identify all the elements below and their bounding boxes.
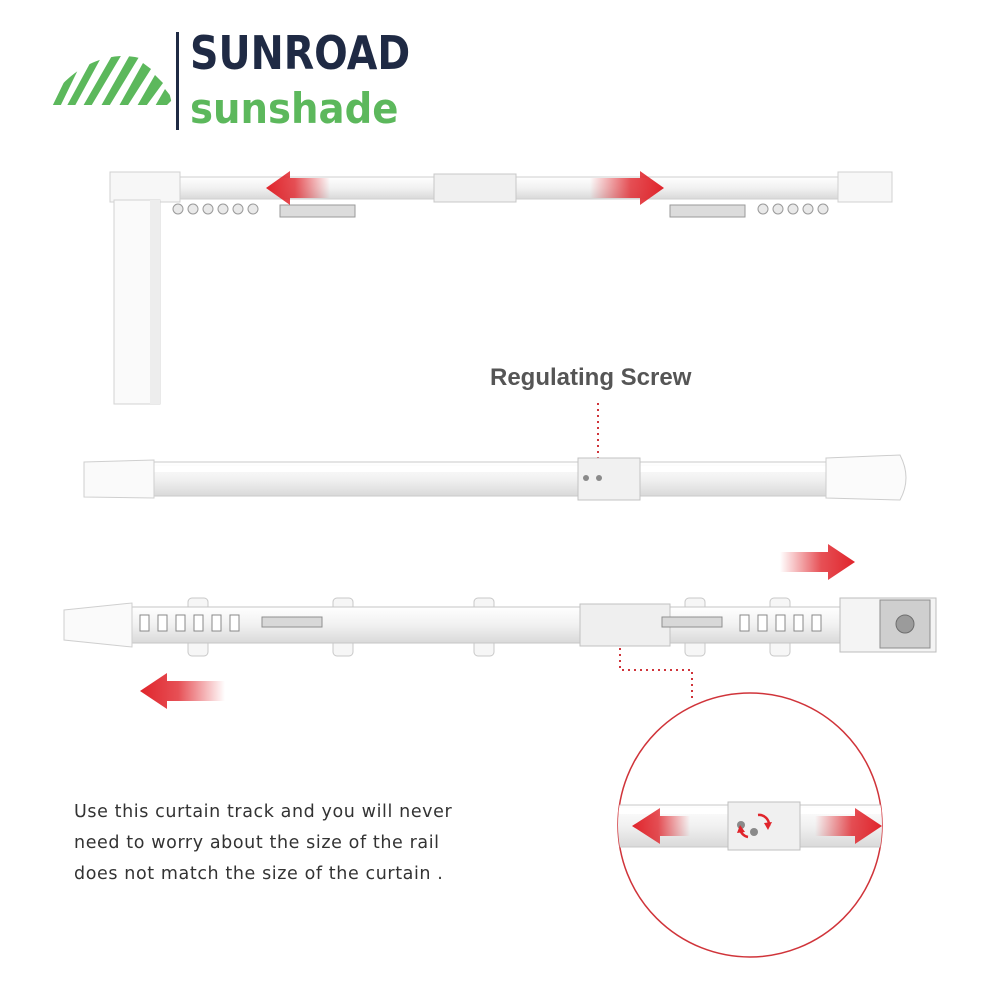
regulating-screw-label: Regulating Screw [490,364,692,391]
caption-line: Use this curtain track and you will neve… [74,802,453,822]
brand-logo [40,25,400,135]
caption-line: does not match the size of the curtain . [74,864,444,884]
lower-track [63,544,937,709]
striped-hill-icon [47,56,172,105]
caption-line: need to worry about the size of the rail [74,833,440,853]
top-track [109,171,893,405]
brand-name: SUNROAD [190,26,411,80]
zoom-detail [617,692,883,958]
red-arrow-icon [780,544,855,580]
logo-divider [176,32,179,130]
red-arrow-icon [632,808,690,844]
red-arrow-icon [140,673,225,709]
brand-subname: sunshade [190,84,399,133]
rotate-arrows-icon [737,813,772,839]
middle-rail [83,403,907,501]
red-arrow-icon [590,171,664,205]
red-arrow-icon [815,808,882,844]
red-arrow-icon [266,171,330,205]
caption-text: Use this curtain track and you will neve… [74,797,514,890]
